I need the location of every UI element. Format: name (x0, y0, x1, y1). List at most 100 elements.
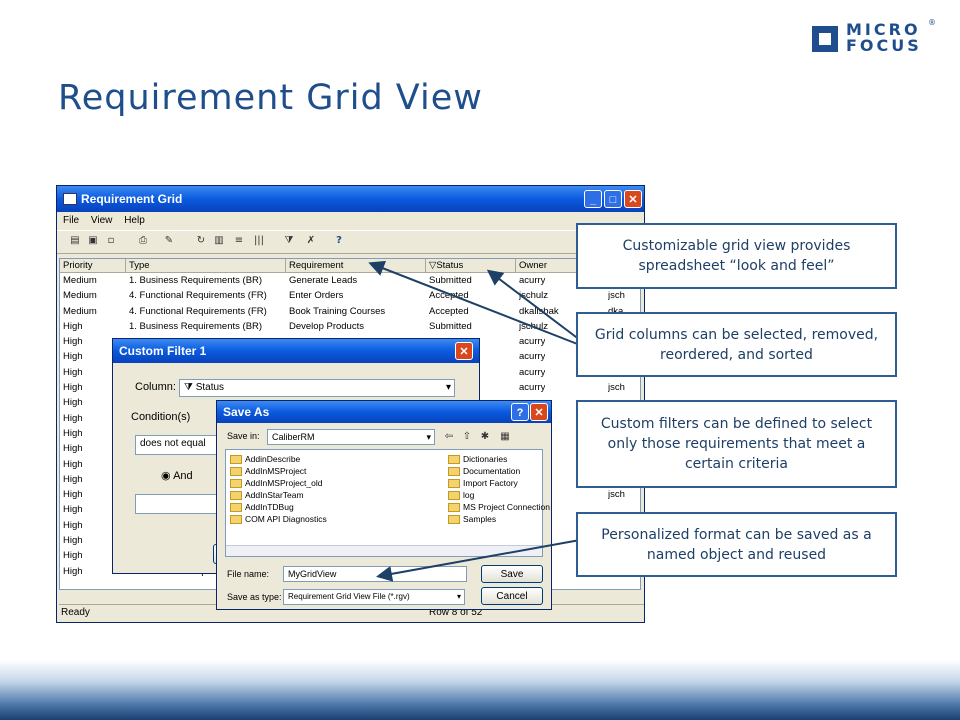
type-dropdown-icon: ▾ (456, 592, 461, 601)
arrow-status (486, 269, 581, 341)
filter-small-icon: ⧩ (184, 382, 196, 393)
table-cell: Submitted (429, 275, 472, 286)
menu-file[interactable]: File (63, 215, 80, 226)
table-cell: Submitted (429, 320, 472, 332)
file-name-input[interactable]: MyGridView (283, 566, 467, 582)
save-all-icon[interactable]: ▫ (107, 235, 115, 246)
folder-item[interactable]: AddInMSProject (230, 465, 327, 477)
save-button[interactable]: Save (481, 565, 543, 583)
close-button[interactable]: ✕ (624, 190, 642, 208)
table-row[interactable]: High (60, 411, 640, 426)
folder-item[interactable]: Samples (448, 513, 550, 525)
table-cell: jsch (608, 290, 625, 302)
help-icon[interactable]: ? (336, 235, 342, 246)
col-requirement[interactable]: Requirement (286, 259, 426, 272)
columns-icon[interactable]: ▥ (214, 235, 224, 246)
table-cell: High (63, 458, 83, 470)
options-icon[interactable]: ✎ (164, 235, 174, 246)
save-icon[interactable]: ▣ (88, 235, 98, 246)
table-cell: dkalisbak (519, 305, 559, 317)
grid-app-icon (63, 193, 77, 205)
table-row[interactable]: High (60, 441, 640, 456)
col-status[interactable]: ▽Status (426, 259, 516, 272)
table-cell: acurry (519, 351, 546, 363)
table-cell: Medium (63, 290, 97, 302)
maximize-button[interactable]: □ (604, 190, 622, 208)
minimize-button[interactable]: _ (584, 190, 602, 208)
folder-item[interactable]: AddinDescribe (230, 453, 327, 465)
table-cell: 1. Business Requirements (BR) (129, 320, 263, 332)
save-in-select[interactable]: CaliberRM▾ (267, 429, 435, 445)
open-icon[interactable]: ▤ (70, 235, 80, 246)
refresh-icon[interactable]: ↻ (196, 235, 206, 246)
cancel-button[interactable]: Cancel (481, 587, 543, 605)
table-cell: acurry (519, 336, 546, 348)
folder-item[interactable]: Dictionaries (448, 453, 550, 465)
table-row[interactable]: High (60, 457, 640, 472)
conditions-label: Condition(s) (129, 411, 193, 423)
folder-item[interactable]: AddInTDBug (230, 501, 327, 513)
callout-grid-view: Customizable grid view provides spreadsh… (576, 223, 897, 289)
new-folder-icon[interactable]: ✱ (480, 431, 490, 442)
folder-item[interactable]: AddInMSProject_old (230, 477, 327, 489)
table-cell: acurry (519, 366, 546, 378)
logo-mark-icon (812, 26, 838, 52)
folder-item[interactable]: MS Project Connection (448, 501, 550, 513)
table-cell: High (63, 550, 83, 562)
col-priority[interactable]: Priority (60, 259, 126, 272)
saveas-help-button[interactable]: ? (511, 403, 529, 421)
arrow-filename (376, 539, 581, 582)
remove-filter-icon[interactable]: ✗ (306, 235, 316, 246)
print-icon[interactable]: ⎙ (139, 235, 147, 246)
save-type-select[interactable]: Requirement Grid View File (*.rgv)▾ (283, 589, 465, 605)
filter-close-button[interactable]: ✕ (455, 342, 473, 360)
save-in-dropdown-icon: ▾ (426, 432, 431, 442)
saveas-close-button[interactable]: ✕ (530, 403, 548, 421)
saveas-titlebar[interactable]: Save As ? ✕ (217, 401, 551, 423)
dropdown-icon: ▾ (445, 382, 451, 393)
table-row[interactable]: High (60, 426, 640, 441)
window-titlebar[interactable]: Requirement Grid _ □ ✕ (57, 186, 644, 212)
column-select[interactable]: ⧩ Status ▾ (179, 379, 455, 397)
filter-titlebar[interactable]: Custom Filter 1 ✕ (113, 339, 479, 363)
menu-help[interactable]: Help (124, 215, 145, 226)
filter-icon[interactable]: ⧩ (284, 235, 294, 246)
folder-item[interactable]: Documentation (448, 465, 550, 477)
menu-view[interactable]: View (90, 215, 113, 226)
up-folder-icon[interactable]: ⇧ (462, 431, 472, 442)
views-icon[interactable]: ▦ (500, 431, 510, 442)
table-cell: High (63, 535, 83, 547)
table-cell: Book Training Courses (289, 305, 386, 317)
table-row[interactable]: High (60, 518, 640, 533)
folder-item[interactable]: log (448, 489, 550, 501)
folder-item[interactable]: AddInStarTeam (230, 489, 327, 501)
folder-item[interactable]: Import Factory (448, 477, 550, 489)
table-cell: High (63, 565, 83, 577)
rows-icon[interactable]: ≡ (234, 235, 244, 246)
folder-item[interactable]: COM API Diagnostics (230, 513, 327, 525)
table-cell: High (63, 443, 83, 455)
arrow-requirement (368, 260, 581, 346)
folder-hscroll[interactable] (226, 545, 542, 556)
and-radio[interactable]: ◉ And (161, 470, 193, 482)
save-type-label: Save as type: (227, 592, 282, 602)
logo-registered: ® (928, 18, 936, 27)
bars-icon[interactable]: ||| (253, 235, 265, 246)
table-cell: acurry (519, 275, 546, 286)
back-icon[interactable]: ⇦ (444, 431, 454, 442)
table-row[interactable]: High (60, 502, 640, 517)
callout-saved-format: Personalized format can be saved as a na… (576, 512, 897, 577)
callout-filters: Custom filters can be defined to select … (576, 400, 897, 488)
col-type[interactable]: Type (126, 259, 286, 272)
table-cell: Develop Products (289, 320, 364, 332)
